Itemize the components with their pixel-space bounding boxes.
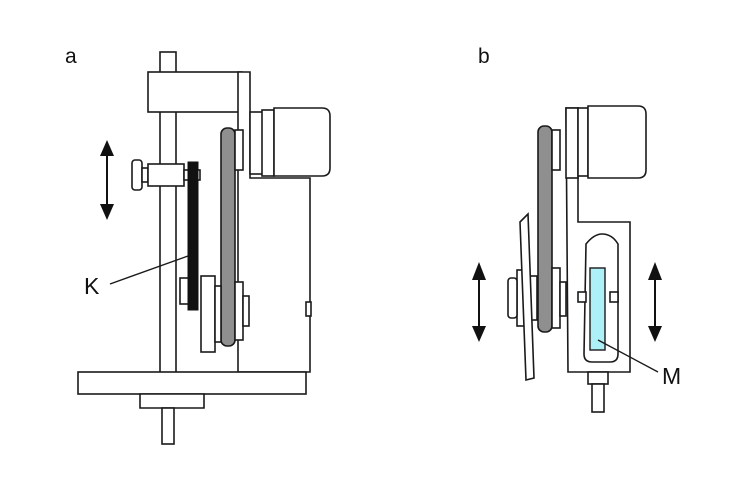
knife-label: K [84, 273, 100, 299]
lower-pulley [551, 267, 561, 329]
sample-label: M [662, 363, 681, 389]
vertical-double-arrow-icon [472, 262, 486, 342]
sample [589, 267, 606, 351]
blade-plate [519, 212, 535, 382]
knife-bar [187, 161, 199, 311]
bottom-spindle [591, 383, 605, 413]
top-crossbar [147, 71, 243, 113]
panel-b: b [472, 45, 681, 413]
motor-body [587, 105, 647, 179]
panel-a-label: a [65, 45, 77, 68]
lower-hub [214, 285, 222, 343]
top-pulley [234, 129, 244, 171]
side-lug [305, 301, 312, 317]
base-foot [139, 393, 205, 409]
base-plate [77, 371, 307, 395]
top-pulley [551, 129, 561, 171]
sample-leader-line [597, 339, 659, 373]
drive-belt [220, 127, 236, 347]
lower-wheel [200, 275, 216, 353]
lower-bolt [242, 295, 250, 327]
drive-belt [537, 125, 553, 333]
lower-pulley [234, 281, 244, 341]
bottom-collar [587, 371, 609, 385]
lower-bolt [559, 281, 567, 317]
panel-b-label: b [478, 45, 490, 68]
carriage-block [147, 163, 185, 187]
vertical-double-arrow-icon [100, 140, 114, 220]
motor-mount [565, 107, 579, 179]
knife-leader-line [109, 255, 189, 285]
knob [507, 277, 518, 319]
base-spindle [161, 407, 175, 445]
chamber-pin-right [609, 291, 619, 303]
motor-collar [261, 109, 275, 177]
panel-a: a [65, 45, 331, 445]
vertical-double-arrow-icon [648, 262, 662, 342]
adjust-knob [131, 159, 143, 191]
motor-body [273, 107, 331, 177]
chamber-pin-left [577, 291, 587, 303]
motor-collar [577, 107, 589, 177]
knob-collar [141, 167, 149, 183]
